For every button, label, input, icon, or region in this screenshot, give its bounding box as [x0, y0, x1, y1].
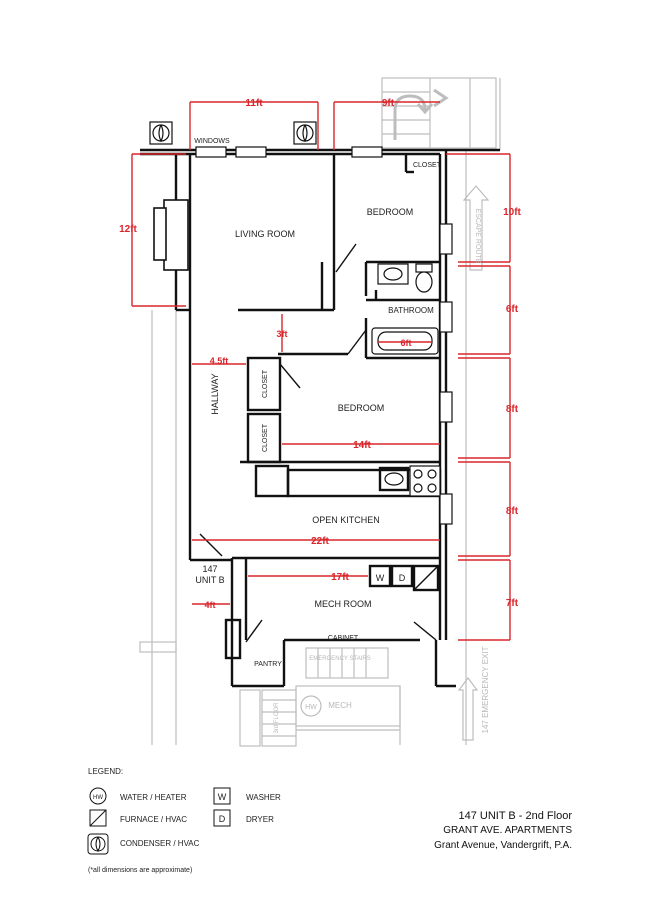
- dim-mech-height: 7ft: [506, 598, 519, 609]
- legend-hw-icon: [89, 787, 107, 805]
- dim-gap: 3ft: [277, 329, 288, 339]
- dim-mech-width: 17ft: [331, 572, 349, 583]
- exterior-context: [139, 77, 501, 747]
- living-room-label: LIVING ROOM: [235, 229, 295, 239]
- dim-kitchen-height: 8ft: [506, 506, 519, 517]
- legend-note: (*all dimensions are approximate): [88, 867, 192, 874]
- bedroom2-label: BEDROOM: [338, 403, 385, 413]
- legend-furnace-label: FURNACE / HVAC: [120, 815, 187, 824]
- legend-washer-label: WASHER: [246, 793, 281, 802]
- legend-hw-label: WATER / HEATER: [120, 793, 187, 802]
- condenser-icon: [149, 121, 317, 145]
- mech-label: MECH: [328, 701, 352, 710]
- dim-living-height: 12ft: [119, 224, 137, 235]
- stair-arrow-icon: [393, 88, 449, 140]
- legend-title: LEGEND:: [88, 767, 123, 776]
- dim-bedroom-width: 9ft: [382, 98, 395, 109]
- furnace-icon: [413, 565, 439, 591]
- open-kitchen-label: OPEN KITCHEN: [312, 515, 380, 525]
- legend-condenser-label: CONDENSER / HVAC: [120, 839, 200, 848]
- legend-washer-symbol: W: [218, 792, 227, 802]
- third-floor-label: 3rd FLOOR: [274, 702, 280, 734]
- closet-a-label: CLOSET: [262, 369, 269, 398]
- bathroom-fixtures: [371, 263, 439, 355]
- hw-symbol: HW: [305, 704, 317, 711]
- emergency-stairs-label: EMERGENCY STAIRS: [309, 656, 370, 662]
- doors: [199, 243, 437, 643]
- legend-hw-symbol: HW: [93, 795, 103, 801]
- bedroom-label: BEDROOM: [367, 207, 414, 217]
- legend-dryer-icon: [213, 809, 231, 827]
- legend-dryer-symbol: D: [219, 814, 226, 824]
- dim-bathroom-height: 6ft: [506, 304, 519, 315]
- dim-tub-length: 6ft: [401, 338, 412, 348]
- escape-route-label: ESCAPE ROUTE: [474, 209, 481, 264]
- unit-number-label: 147: [202, 564, 217, 574]
- dim-living-width: 11ft: [245, 98, 263, 109]
- washer-symbol: W: [376, 573, 385, 583]
- windows: [195, 146, 453, 525]
- dim-bedroom2-width: 14ft: [353, 440, 371, 451]
- legend-condenser-icon: [87, 833, 109, 855]
- fireplace: [153, 199, 189, 271]
- dim-kitchen-width: 22ft: [311, 536, 329, 547]
- dim-bedroom-height: 10ft: [503, 207, 521, 218]
- dimension-lines: [131, 101, 511, 641]
- title-line-2: GRANT AVE. APARTMENTS: [443, 825, 572, 836]
- cabinet-label: CABINET: [328, 635, 359, 642]
- pantry-label: PANTRY: [254, 661, 282, 668]
- dryer-symbol: D: [399, 573, 406, 583]
- unit-letter-label: UNIT B: [195, 575, 224, 585]
- dim-bedroom2-height: 8ft: [506, 404, 519, 415]
- closet-b-label: CLOSET: [262, 423, 269, 452]
- dim-hallway-width: 4.5ft: [210, 356, 229, 366]
- windows-label: WINDOWS: [194, 138, 230, 145]
- kitchen-appliances: [384, 465, 441, 497]
- legend-washer-icon: [213, 787, 231, 805]
- title-line-3: Grant Avenue, Vandergrift, P.A.: [434, 840, 572, 851]
- closet-top-label: CLOSET: [413, 162, 442, 169]
- emergency-exit-label: 147 EMERGENCY EXIT: [481, 646, 490, 733]
- hallway-label: HALLWAY: [210, 373, 220, 414]
- dim-entry-width: 4ft: [205, 600, 216, 610]
- title-line-1: 147 UNIT B - 2nd Floor: [458, 810, 572, 822]
- legend-dryer-label: DRYER: [246, 815, 274, 824]
- bathroom-label: BATHROOM: [388, 306, 434, 315]
- mech-room-label: MECH ROOM: [315, 599, 372, 609]
- legend-furnace-icon: [89, 809, 107, 827]
